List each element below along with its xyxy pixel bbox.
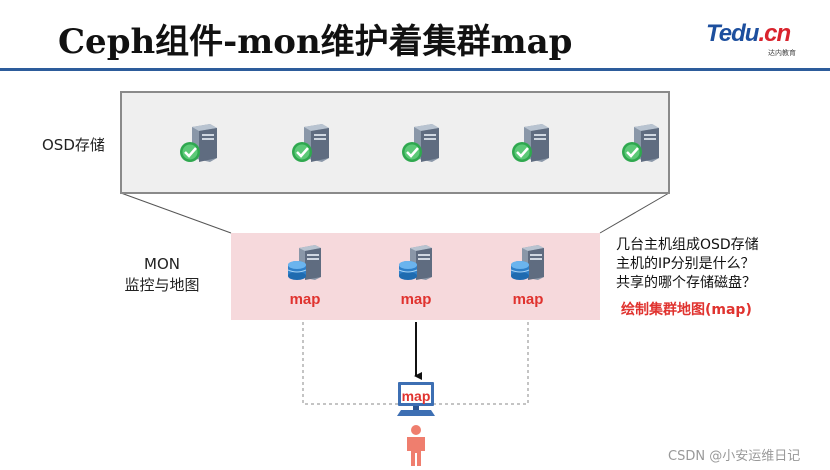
logo-subtitle: 达内教育 — [768, 49, 796, 57]
osd-label: OSD存储 — [42, 136, 105, 154]
mon-server-icon — [396, 243, 436, 287]
watermark: CSDN @小安运维日记 — [668, 449, 801, 464]
logo-main-text: Tedu — [706, 20, 759, 47]
dashed-link-left — [302, 322, 398, 405]
mon-label: MON 监控与地图 — [112, 254, 212, 296]
dashed-link-right — [432, 322, 529, 405]
storage-server-icon — [178, 122, 222, 170]
client-map-label: map — [401, 388, 431, 404]
zoom-line-left — [120, 192, 232, 234]
zoom-line-right — [599, 192, 670, 234]
tedu-logo: Tedu.cn 达内教育 — [706, 20, 796, 57]
user-icon — [404, 424, 428, 470]
side-note-highlight: 绘制集群地图(map) — [621, 302, 752, 318]
title-divider — [0, 68, 830, 71]
page-title: Ceph组件-mon维护着集群map — [58, 22, 573, 62]
side-note-line3: 共享的哪个存储磁盘？ — [616, 275, 756, 291]
mon-server-icon — [285, 243, 325, 287]
mon-map-label: map — [400, 291, 432, 308]
storage-server-icon — [400, 122, 444, 170]
side-note-line2: 主机的IP分别是什么？ — [616, 256, 755, 272]
storage-server-icon — [620, 122, 664, 170]
side-note: 几台主机组成OSD存储 主机的IP分别是什么？ 共享的哪个存储磁盘？ — [616, 236, 759, 293]
storage-server-icon — [510, 122, 554, 170]
mon-map-label: map — [289, 291, 321, 308]
logo-domain-text: .cn — [758, 20, 791, 47]
mon-map-label: map — [512, 291, 544, 308]
mon-server-icon — [508, 243, 548, 287]
storage-server-icon — [290, 122, 334, 170]
mon-label-line2: 监控与地图 — [124, 276, 200, 294]
side-note-line1: 几台主机组成OSD存储 — [616, 237, 759, 253]
mon-label-line1: MON — [144, 255, 180, 273]
computer-icon — [395, 380, 437, 424]
